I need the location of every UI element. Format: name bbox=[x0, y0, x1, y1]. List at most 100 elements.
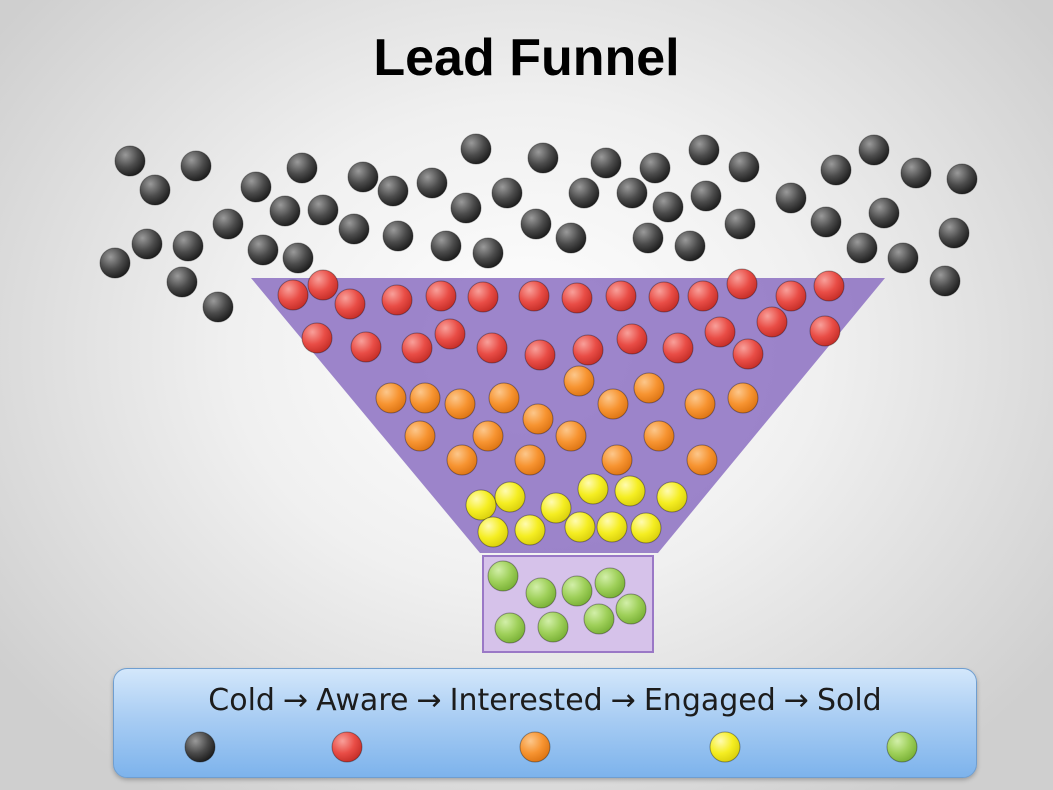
cold-lead-dot bbox=[900, 157, 932, 189]
cold-lead-dot bbox=[99, 247, 131, 279]
cold-lead-dot bbox=[286, 152, 318, 184]
cold-lead-dot bbox=[846, 232, 878, 264]
sold-lead-dot bbox=[615, 593, 647, 625]
interested-lead-dot bbox=[375, 382, 407, 414]
cold-lead-dot bbox=[450, 192, 482, 224]
interested-lead-dot bbox=[522, 403, 554, 435]
engaged-lead-dot bbox=[630, 512, 662, 544]
cold-lead-dot bbox=[114, 145, 146, 177]
interested-lead-dot bbox=[601, 444, 633, 476]
interested-lead-dot bbox=[563, 365, 595, 397]
cold-lead-dot bbox=[202, 291, 234, 323]
page-title: Lead Funnel bbox=[373, 29, 680, 87]
cold-lead-dot bbox=[639, 152, 671, 184]
cold-lead-dot bbox=[347, 161, 379, 193]
legend-dots bbox=[184, 731, 918, 763]
cold-lead-dot bbox=[946, 163, 978, 195]
interested-lead-dot bbox=[472, 420, 504, 452]
stage-label-interested: Interested bbox=[449, 683, 603, 718]
interested-lead-dot bbox=[597, 388, 629, 420]
legend-dot-sold bbox=[886, 731, 918, 763]
legend-panel: Cold→Aware→Interested→Engaged→Sold bbox=[113, 668, 977, 778]
aware-lead-dot bbox=[381, 284, 413, 316]
aware-lead-dot bbox=[648, 281, 680, 313]
aware-lead-dot bbox=[434, 318, 466, 350]
engaged-lead-dot bbox=[564, 511, 596, 543]
cold-lead-dot bbox=[430, 230, 462, 262]
engaged-lead-dot bbox=[656, 481, 688, 513]
sold-lead-dot bbox=[561, 575, 593, 607]
aware-lead-dot bbox=[616, 323, 648, 355]
sold-lead-dot bbox=[525, 577, 557, 609]
aware-lead-dot bbox=[401, 332, 433, 364]
interested-lead-dot bbox=[514, 444, 546, 476]
cold-lead-dot bbox=[166, 266, 198, 298]
aware-lead-dot bbox=[732, 338, 764, 370]
aware-lead-dot bbox=[775, 280, 807, 312]
aware-lead-dot bbox=[756, 306, 788, 338]
aware-lead-dot bbox=[809, 315, 841, 347]
legend-dot-cold bbox=[184, 731, 216, 763]
engaged-lead-dot bbox=[494, 481, 526, 513]
aware-lead-dot bbox=[467, 281, 499, 313]
cold-lead-dot bbox=[568, 177, 600, 209]
cold-lead-dot bbox=[690, 180, 722, 212]
interested-lead-dot bbox=[684, 388, 716, 420]
aware-lead-dot bbox=[277, 279, 309, 311]
cold-lead-dot bbox=[724, 208, 756, 240]
interested-lead-dot bbox=[488, 382, 520, 414]
stage-sequence: Cold→Aware→Interested→Engaged→Sold bbox=[114, 683, 976, 718]
cold-lead-dot bbox=[520, 208, 552, 240]
aware-lead-dot bbox=[605, 280, 637, 312]
cold-lead-dot bbox=[688, 134, 720, 166]
cold-lead-dot bbox=[929, 265, 961, 297]
engaged-lead-dot bbox=[614, 475, 646, 507]
aware-lead-dot bbox=[561, 282, 593, 314]
cold-lead-dot bbox=[652, 191, 684, 223]
cold-lead-dot bbox=[247, 234, 279, 266]
interested-lead-dot bbox=[555, 420, 587, 452]
stage-label-sold: Sold bbox=[816, 683, 882, 718]
engaged-lead-dot bbox=[577, 473, 609, 505]
engaged-lead-dot bbox=[596, 511, 628, 543]
aware-lead-dot bbox=[726, 268, 758, 300]
interested-lead-dot bbox=[643, 420, 675, 452]
aware-lead-dot bbox=[687, 280, 719, 312]
cold-lead-dot bbox=[212, 208, 244, 240]
interested-lead-dot bbox=[633, 372, 665, 404]
legend-dot-engaged bbox=[709, 731, 741, 763]
aware-lead-dot bbox=[307, 269, 339, 301]
cold-lead-dot bbox=[139, 174, 171, 206]
cold-lead-dot bbox=[938, 217, 970, 249]
aware-lead-dot bbox=[524, 339, 556, 371]
cold-lead-dot bbox=[632, 222, 664, 254]
interested-lead-dot bbox=[444, 388, 476, 420]
cold-lead-dot bbox=[858, 134, 890, 166]
aware-lead-dot bbox=[662, 332, 694, 364]
legend-dot-interested bbox=[519, 731, 551, 763]
interested-lead-dot bbox=[686, 444, 718, 476]
engaged-lead-dot bbox=[477, 516, 509, 548]
cold-lead-dot bbox=[527, 142, 559, 174]
aware-lead-dot bbox=[350, 331, 382, 363]
cold-lead-dot bbox=[180, 150, 212, 182]
cold-lead-dot bbox=[728, 151, 760, 183]
cold-lead-dot bbox=[590, 147, 622, 179]
legend-dot-aware bbox=[331, 731, 363, 763]
cold-lead-dot bbox=[382, 220, 414, 252]
aware-lead-dot bbox=[518, 280, 550, 312]
cold-lead-dot bbox=[472, 237, 504, 269]
stage-label-engaged: Engaged bbox=[643, 683, 776, 718]
sold-lead-dot bbox=[594, 567, 626, 599]
cold-lead-dot bbox=[810, 206, 842, 238]
sold-lead-dot bbox=[494, 612, 526, 644]
stage-label-cold: Cold bbox=[208, 683, 275, 718]
aware-lead-dot bbox=[476, 332, 508, 364]
arrow-icon: → bbox=[282, 683, 309, 718]
aware-lead-dot bbox=[425, 280, 457, 312]
lead-dots bbox=[99, 133, 978, 644]
engaged-lead-dot bbox=[514, 514, 546, 546]
sold-lead-dot bbox=[537, 611, 569, 643]
cold-lead-dot bbox=[775, 182, 807, 214]
